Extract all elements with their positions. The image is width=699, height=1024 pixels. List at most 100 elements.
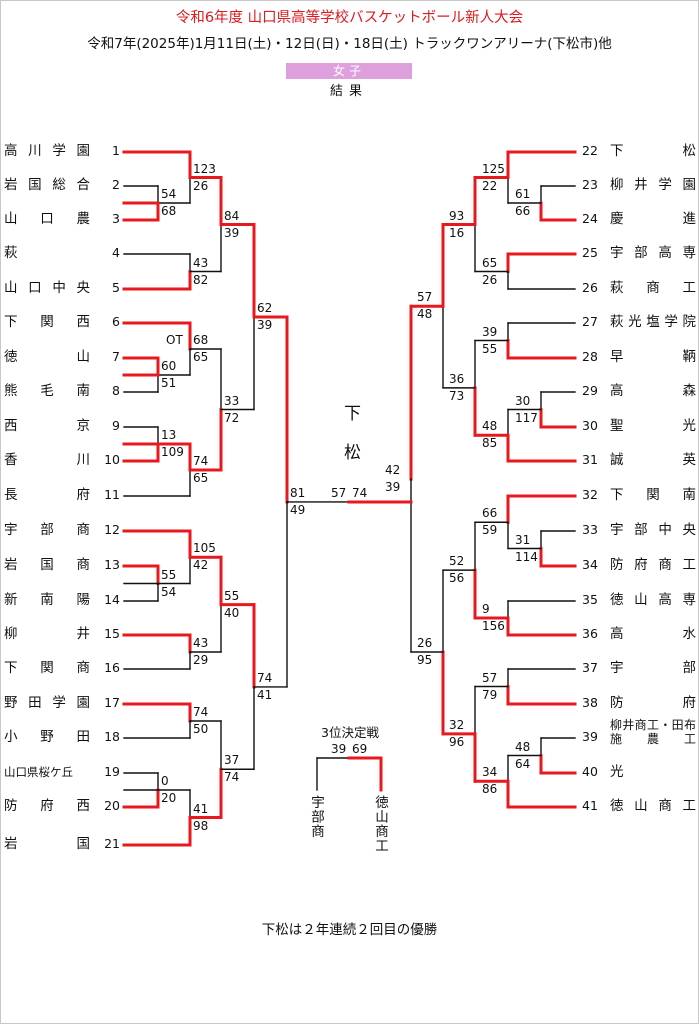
team-number: 15 <box>104 626 120 641</box>
team-name: 山口県桜ケ丘 <box>4 765 73 779</box>
score-left-14-b: 50 <box>193 722 209 736</box>
score-left-12-b: 29 <box>193 653 209 667</box>
team-number: 20 <box>104 798 120 813</box>
team-name: 西京 <box>4 418 90 434</box>
team-number: 27 <box>582 314 598 329</box>
score-left-2-b: 82 <box>193 272 209 287</box>
team-name: 山口中央 <box>4 280 90 296</box>
team-name: 小野田 <box>4 729 90 745</box>
team-name: 下松 <box>610 143 696 159</box>
team-number: 9 <box>112 418 120 433</box>
team-name: 下関西 <box>4 314 90 330</box>
division-badge: 女子 <box>286 63 412 79</box>
score-left-6-a: 13 <box>161 428 177 442</box>
score-right-17-a: 26 <box>417 636 433 650</box>
tournament-title: 令和6年度 山口県高等学校バスケットボール新人大会 <box>175 10 524 26</box>
team-name: 柳井商工・田布施農工 <box>610 718 696 746</box>
team-number: 41 <box>582 798 598 813</box>
team-number: 3 <box>112 211 120 226</box>
team-name: 高水 <box>610 626 696 642</box>
score-right-18-b: 39 <box>385 480 401 495</box>
team-name: 山口農 <box>4 211 90 227</box>
result-label: 結果 <box>329 84 368 99</box>
team-number: 34 <box>582 557 598 572</box>
score-left-4-b: 65 <box>193 350 209 364</box>
score-left-17-b: 74 <box>224 770 240 785</box>
score-left-14-a: 74 <box>193 705 209 719</box>
team-number: 28 <box>582 349 598 364</box>
team-number: 22 <box>582 143 598 158</box>
score-left-19-a: 81 <box>290 485 306 500</box>
score-right-1-a: 61 <box>515 187 531 201</box>
team-number: 29 <box>582 383 598 398</box>
team-number: 32 <box>582 487 598 502</box>
score-right-13-b: 79 <box>482 687 498 702</box>
team-name: 聖光 <box>610 418 696 434</box>
score-right-15-a: 34 <box>482 765 498 780</box>
score-right-11-a: 52 <box>449 554 465 569</box>
team-name: 野田学園 <box>4 695 90 711</box>
score-right-4-b: 48 <box>417 307 433 322</box>
team-number: 6 <box>112 314 120 329</box>
score-left-16-b: 98 <box>193 818 209 833</box>
team-number: 12 <box>104 522 120 537</box>
overtime-note: OT <box>166 333 183 347</box>
footer-note: 下松は２年連続２回目の優勝 <box>261 922 438 938</box>
score-left-11-a: 55 <box>161 567 177 582</box>
score-left-15-a: 0 <box>161 774 169 788</box>
score-right-5-b: 55 <box>482 341 498 356</box>
score-left-0-a: 123 <box>193 161 216 176</box>
team-name: 香川 <box>4 452 90 468</box>
team-number: 13 <box>104 557 120 572</box>
team-name: 長府 <box>4 487 90 503</box>
score-right-14-b: 64 <box>515 756 531 771</box>
score-left-0-b: 26 <box>193 178 209 193</box>
team-name: 柳井 <box>4 626 90 642</box>
score-right-7-a: 48 <box>482 419 498 434</box>
score-left-18-a: 74 <box>257 670 273 685</box>
third-place-right-team: 徳山商工 <box>372 795 388 853</box>
score-right-0-a: 125 <box>482 161 505 176</box>
score-right-12-b: 156 <box>482 619 505 633</box>
score-left-16-a: 41 <box>193 801 209 816</box>
team-name: 防府西 <box>4 798 90 814</box>
team-number: 14 <box>104 592 120 607</box>
third-place-title: 3位決定戦 <box>321 725 379 740</box>
team-name: 徳山高専 <box>610 592 696 608</box>
team-name: 宇部商 <box>4 522 90 538</box>
score-left-7-a: 74 <box>193 454 209 468</box>
score-right-6-b: 117 <box>515 410 538 425</box>
score-left-13-b: 40 <box>224 605 240 620</box>
team-name: 宇部中央 <box>610 522 696 538</box>
team-name: 萩光塩学院 <box>610 314 696 330</box>
team-name: 新南陽 <box>4 592 90 608</box>
final-right-score: 74 <box>352 485 368 500</box>
team-number: 33 <box>582 522 598 537</box>
score-left-5-b: 51 <box>161 376 177 390</box>
score-right-15-b: 86 <box>482 782 498 797</box>
score-left-1-b: 68 <box>161 204 177 218</box>
score-right-0-b: 22 <box>482 178 498 193</box>
score-left-10-a: 105 <box>193 541 216 556</box>
team-number: 19 <box>104 764 120 779</box>
team-number: 38 <box>582 695 598 710</box>
score-right-8-a: 36 <box>449 371 465 386</box>
score-right-3-a: 65 <box>482 255 498 270</box>
score-left-5-a: 60 <box>161 359 177 373</box>
score-left-19-b: 49 <box>290 502 306 517</box>
score-right-12-a: 9 <box>482 602 490 616</box>
team-number: 2 <box>112 177 120 192</box>
team-name: 萩 <box>4 245 18 261</box>
team-number: 37 <box>582 660 598 675</box>
score-left-7-b: 65 <box>193 471 209 485</box>
score-right-13-a: 57 <box>482 670 498 685</box>
score-left-9-b: 39 <box>257 318 273 332</box>
team-number: 10 <box>104 452 120 467</box>
team-name: 防府 <box>610 695 696 711</box>
team-number: 21 <box>104 836 120 851</box>
team-name: 岩国 <box>4 836 90 852</box>
score-right-17-b: 95 <box>417 653 433 667</box>
team-number: 31 <box>582 452 598 467</box>
team-name: 下関商 <box>4 660 90 676</box>
